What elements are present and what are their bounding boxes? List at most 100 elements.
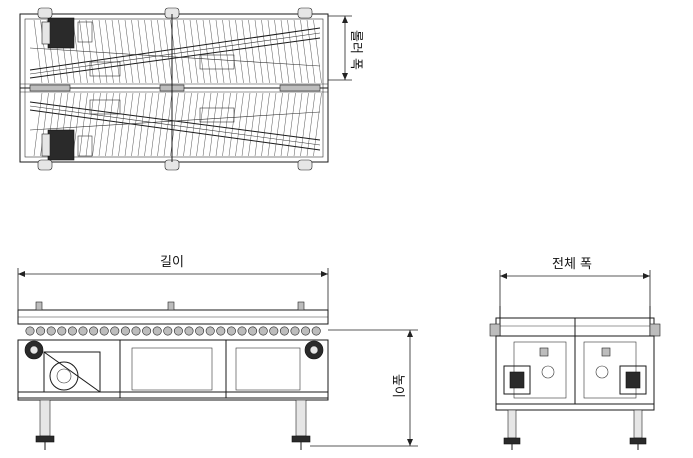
front-roller — [46, 326, 56, 336]
plan-roller — [228, 19, 238, 84]
plan-roller — [105, 92, 114, 157]
front-roller — [57, 326, 67, 336]
plan-roller — [189, 19, 199, 84]
plan-roller — [248, 19, 257, 84]
roller-width-label: 롤러 폭 — [348, 30, 363, 70]
plan-roller — [222, 19, 231, 84]
front-roller — [301, 326, 311, 336]
front-roller — [258, 326, 268, 336]
plan-roller — [241, 92, 251, 157]
front-roller — [163, 326, 173, 336]
plan-view — [19, 7, 329, 171]
plan-roller — [98, 92, 108, 157]
front-roller — [36, 326, 46, 336]
plan-roller — [241, 19, 251, 84]
front-roller — [205, 326, 215, 336]
front-roller — [99, 326, 109, 336]
plan-roller — [79, 92, 88, 157]
plan-roller — [209, 92, 218, 157]
plan-roller — [144, 92, 153, 157]
plan-roller — [235, 19, 244, 84]
front-roller — [269, 326, 279, 336]
front-roller — [237, 326, 247, 336]
plan-roller — [254, 92, 264, 157]
roller-width-dimension: 롤러 폭 — [328, 15, 363, 81]
plan-roller — [150, 92, 160, 157]
plan-roller — [228, 92, 238, 157]
overall-width-dimension: 전체 폭 — [499, 257, 651, 306]
front-roller — [279, 326, 289, 336]
plan-roller — [183, 92, 192, 157]
front-roller — [226, 326, 236, 336]
plan-roller — [202, 19, 212, 84]
plan-roller — [235, 92, 244, 157]
length-dimension: 길이 — [17, 255, 329, 310]
plan-roller — [300, 92, 309, 157]
front-roller — [173, 326, 183, 336]
plan-roller — [261, 92, 270, 157]
plan-roller — [124, 92, 134, 157]
plan-roller — [267, 19, 277, 84]
plan-roller — [280, 19, 290, 84]
plan-roller — [274, 19, 283, 84]
plan-roller — [293, 19, 303, 84]
plan-roller — [176, 19, 186, 84]
plan-roller — [72, 92, 82, 157]
plan-roller — [92, 92, 101, 157]
front-roller — [248, 326, 258, 336]
plan-roller — [137, 92, 147, 157]
overall-width-label: 전체 폭 — [552, 257, 592, 272]
plan-roller — [92, 19, 101, 84]
plan-roller — [202, 92, 212, 157]
plan-roller — [157, 19, 166, 84]
plan-roller — [118, 19, 127, 84]
plan-roller — [72, 19, 82, 84]
front-roller — [152, 326, 162, 336]
front-roller — [110, 326, 120, 336]
front-roller — [67, 326, 77, 336]
front-roller — [142, 326, 152, 336]
plan-roller — [137, 19, 147, 84]
front-roller — [131, 326, 141, 336]
plan-roller — [313, 92, 322, 157]
plan-roller — [209, 19, 218, 84]
front-roller — [311, 326, 321, 336]
plan-roller — [105, 19, 114, 84]
front-roller — [89, 326, 99, 336]
front-roller — [78, 326, 88, 336]
length-label: 길이 — [160, 255, 184, 270]
plan-roller — [254, 19, 264, 84]
plan-roller — [293, 92, 303, 157]
plan-roller — [287, 19, 296, 84]
plan-roller — [124, 19, 134, 84]
side-view — [489, 306, 661, 450]
plan-roller — [111, 19, 121, 84]
plan-roller — [163, 19, 173, 84]
plan-roller — [313, 19, 322, 84]
front-view — [17, 301, 329, 450]
height-label: 높이 — [390, 374, 405, 398]
plan-roller — [98, 19, 108, 84]
plan-roller — [131, 19, 140, 84]
plan-roller — [267, 92, 277, 157]
plan-roller — [144, 19, 153, 84]
plan-roller — [274, 92, 283, 157]
plan-roller — [176, 92, 186, 157]
front-roller — [120, 326, 130, 336]
plan-roller — [215, 92, 225, 157]
front-roller — [195, 326, 205, 336]
front-roller — [290, 326, 300, 336]
front-rollers — [25, 326, 321, 336]
height-dimension: 높이 — [310, 329, 418, 447]
plan-roller — [157, 92, 166, 157]
plan-roller — [189, 92, 199, 157]
plan-roller — [261, 19, 270, 84]
front-roller — [184, 326, 194, 336]
plan-roller — [280, 92, 290, 157]
diverter-bands — [29, 27, 321, 151]
plan-roller — [85, 92, 95, 157]
plan-roller — [222, 92, 231, 157]
front-roller — [25, 326, 35, 336]
plan-roller — [306, 92, 316, 157]
